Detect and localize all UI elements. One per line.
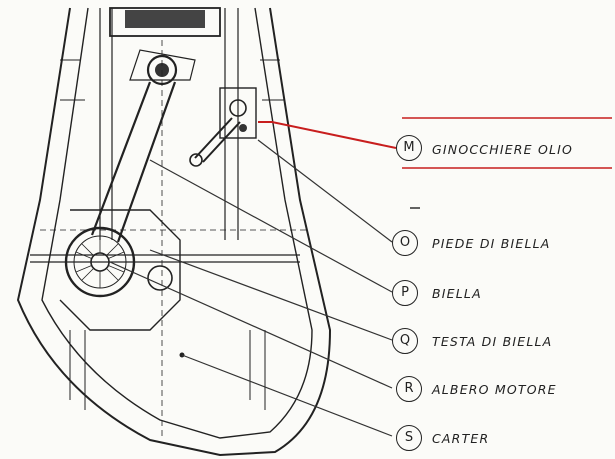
callout-letter-q: Q bbox=[392, 328, 418, 354]
leader-o bbox=[257, 139, 393, 243]
leader-lines bbox=[109, 139, 393, 437]
callout-letter-m: M bbox=[396, 135, 422, 161]
callout-label-s: CARTER bbox=[432, 431, 490, 446]
callout-letter-p: P bbox=[392, 280, 418, 306]
leader-s bbox=[181, 354, 393, 437]
callout-label-m: GINOCCHIERE OLIO bbox=[432, 142, 574, 157]
highlight-m bbox=[258, 117, 612, 169]
callout-letter-s: S bbox=[396, 425, 422, 451]
leader-p bbox=[149, 159, 393, 293]
leader-r bbox=[109, 261, 393, 389]
connecting-rod bbox=[90, 81, 177, 243]
callout-letter-r: R bbox=[396, 376, 422, 402]
callout-letter-o: O bbox=[392, 230, 418, 256]
crankcase-outline bbox=[16, 7, 332, 457]
callout-label-o: PIEDE DI BIELLA bbox=[432, 236, 551, 251]
leader-q bbox=[149, 249, 393, 341]
callout-label-p: BIELLA bbox=[432, 286, 482, 301]
callout-label-r: ALBERO MOTORE bbox=[432, 382, 557, 397]
callout-label-q: TESTA DI BIELLA bbox=[432, 334, 553, 349]
